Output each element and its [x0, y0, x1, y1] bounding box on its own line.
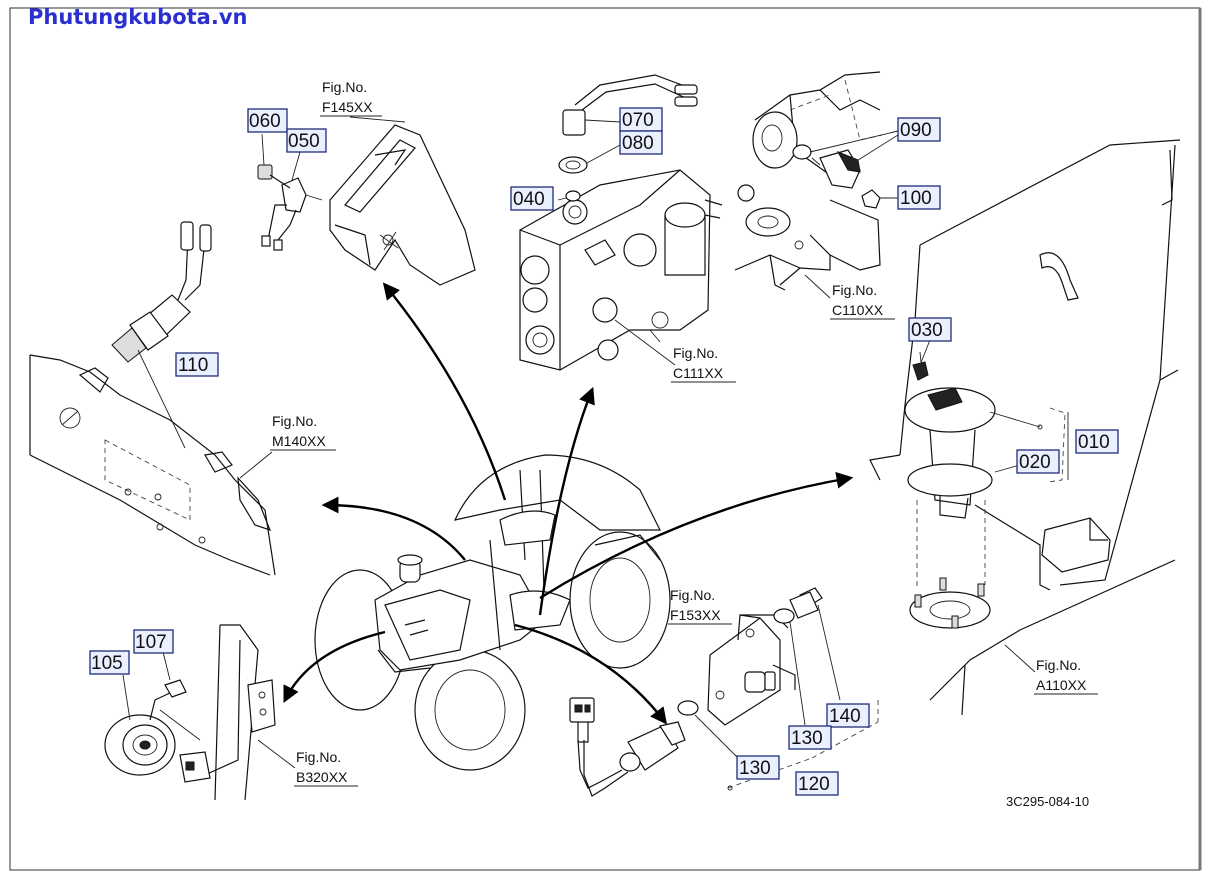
label-100: 100	[900, 188, 932, 209]
ref-m140-title: Fig.No.	[272, 413, 317, 429]
bracket-f145	[329, 124, 476, 286]
bracket-f153	[707, 614, 796, 726]
fuel-tank-a110	[869, 139, 1181, 716]
leader-lines	[122, 116, 1069, 769]
ref-f153-code: F153XX	[670, 607, 721, 623]
ref-c110-code: C110XX	[832, 302, 884, 318]
drawing-frame	[9, 7, 1201, 871]
label-107: 107	[135, 632, 167, 653]
label-020: 020	[1019, 452, 1051, 473]
ref-f145-title: Fig.No.	[322, 79, 367, 95]
label-090: 090	[900, 120, 932, 141]
label-105: 105	[91, 653, 123, 674]
label-050: 050	[288, 131, 320, 152]
solenoid-120-130-140	[569, 587, 879, 797]
label-140: 140	[829, 706, 861, 727]
part-labels: 060 050 070 080 040 090 100 110 030 010 …	[89, 107, 1119, 796]
ref-c111-title: Fig.No.	[673, 345, 718, 361]
left-panel-drawing	[29, 354, 276, 576]
label-130-lower: 130	[739, 758, 771, 779]
drawing-code: 3C295-084-10	[1006, 794, 1089, 809]
fuel-pump-010-020	[904, 351, 1111, 629]
figure-references: Fig.No. F145XX Fig.No. C110XX Fig.No. C1…	[270, 79, 1098, 787]
bracket-b320	[179, 624, 276, 801]
ref-c110-title: Fig.No.	[832, 282, 877, 298]
label-030: 030	[911, 320, 943, 341]
label-060: 060	[249, 111, 281, 132]
label-130-upper: 130	[791, 728, 823, 749]
ref-m140-code: M140XX	[272, 433, 326, 449]
valve-block-c111	[519, 169, 723, 371]
label-080: 080	[622, 133, 654, 154]
ref-b320-title: Fig.No.	[296, 749, 341, 765]
tractor-illustration	[314, 454, 671, 771]
label-010: 010	[1078, 432, 1110, 453]
ref-f145-code: F145XX	[322, 99, 373, 115]
switch-050-060	[257, 164, 323, 251]
ref-f153-title: Fig.No.	[670, 587, 715, 603]
label-120: 120	[798, 774, 830, 795]
horn-105-107	[104, 679, 201, 776]
engine-housing-c110	[734, 71, 883, 291]
ref-c111-code: C111XX	[673, 365, 724, 381]
label-070: 070	[622, 110, 654, 131]
watermark: Phutungkubota.vn	[28, 5, 247, 29]
sensor-090-100	[792, 130, 900, 209]
sensor-070-080	[557, 74, 698, 202]
ref-a110-code: A110XX	[1036, 677, 1087, 693]
ref-b320-code: B320XX	[296, 769, 348, 785]
label-110: 110	[178, 355, 208, 376]
direction-arrows	[283, 282, 854, 725]
ref-a110-title: Fig.No.	[1036, 657, 1081, 673]
sensor-110	[111, 221, 212, 449]
label-040: 040	[513, 189, 545, 210]
